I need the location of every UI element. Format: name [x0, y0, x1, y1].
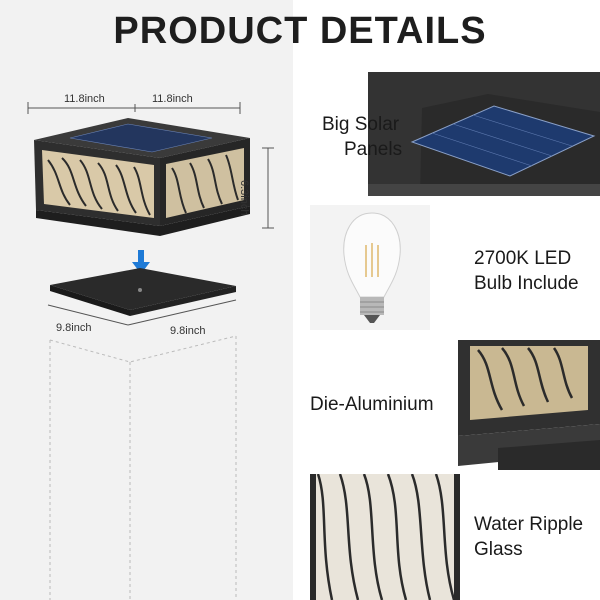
feature-label-glass-line1: Water Ripple	[474, 514, 584, 535]
page-title: PRODUCT DETAILS	[113, 10, 487, 52]
feature-label-solar: Big Solar Panels	[322, 112, 402, 162]
dimension-top-right: 11.8inch	[152, 93, 193, 105]
led-bulb-image	[310, 205, 430, 330]
feature-label-led-line2: Bulb Include	[474, 273, 579, 294]
solar-panel-image	[368, 72, 600, 196]
feature-label-aluminium: Die-Aluminium	[310, 392, 434, 417]
feature-label-led: 2700K LED Bulb Include	[474, 246, 579, 296]
feature-label-solar-line2: Panels	[344, 139, 403, 160]
feature-label-aluminium-line1: Die-Aluminium	[310, 394, 434, 415]
feature-label-led-line1: 2700K LED	[474, 248, 572, 269]
ripple-glass-image	[310, 474, 460, 600]
feature-label-glass-line2: Glass	[474, 539, 523, 560]
dimension-base-left: 9.8inch	[56, 322, 92, 334]
feature-label-glass: Water Ripple Glass	[474, 512, 583, 562]
aluminium-frame-image	[458, 340, 600, 470]
dimension-base-right: 9.8inch	[170, 325, 206, 337]
feature-label-solar-line1: Big Solar	[322, 114, 400, 135]
product-diagram	[27, 102, 274, 600]
dimension-top-left: 11.8inch	[64, 93, 105, 105]
dimension-height: 6.3inch	[238, 180, 250, 216]
